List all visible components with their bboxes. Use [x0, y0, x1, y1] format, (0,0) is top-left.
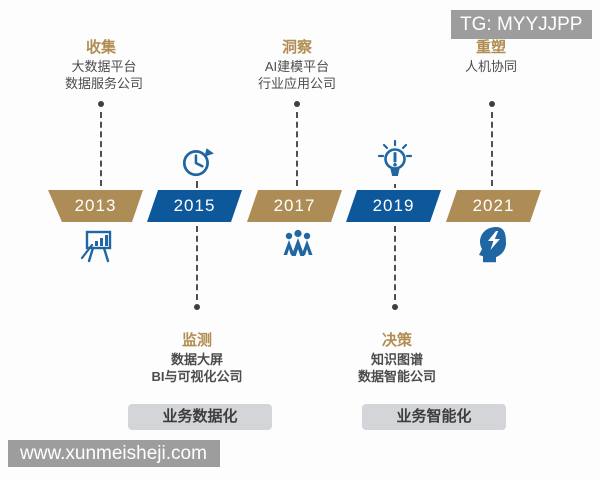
connector-dot [294, 101, 300, 107]
year-badge-2017: 2017 [247, 190, 342, 222]
connector-dot [98, 101, 104, 107]
history-clock-icon [179, 144, 215, 180]
connector-dot [489, 101, 495, 107]
site-watermark: www.xunmeisheji.com [8, 440, 220, 467]
label-line: 数据大屏 [170, 352, 224, 367]
label-line: 行业应用公司 [257, 76, 337, 91]
connector-dashed-line [296, 112, 298, 186]
phase-pill-intelligence: 业务智能化 [362, 404, 506, 430]
year-badge-2019: 2019 [346, 190, 441, 222]
year-badge-2021: 2021 [446, 190, 541, 222]
connector-dot [194, 304, 200, 310]
label-line: 知识图谱 [370, 352, 424, 367]
connector-dashed-line [394, 226, 396, 300]
year-badge-2015: 2015 [147, 190, 242, 222]
connector-dot [392, 304, 398, 310]
label-line: BI与可视化公司 [151, 369, 243, 384]
year-badge-2013: 2013 [48, 190, 143, 222]
stage-title-reshape: 重塑 [475, 39, 507, 56]
tg-watermark: TG: MYYJJPP [451, 10, 592, 39]
connector-dashed-line [100, 112, 102, 186]
stage-title-decision: 决策 [381, 332, 413, 349]
presentation-chart-icon [78, 228, 118, 264]
stage-title-monitor: 监测 [181, 332, 213, 349]
lightbulb-alert-icon [375, 139, 415, 185]
label-line: 数据智能公司 [357, 369, 437, 384]
connector-dashed-line [394, 184, 396, 188]
stage-title-collect: 收集 [85, 39, 117, 56]
label-line: AI建模平台 [264, 59, 330, 74]
stage-title-insight: 洞察 [281, 39, 313, 56]
connector-dashed-line [196, 181, 198, 188]
label-line: 数据服务公司 [64, 76, 144, 91]
head-lightning-icon [475, 225, 511, 267]
team-icon [278, 229, 318, 261]
label-line: 大数据平台 [71, 59, 137, 74]
connector-dashed-line [491, 112, 493, 186]
label-line: 人机协同 [464, 59, 518, 74]
connector-dashed-line [196, 226, 198, 300]
phase-pill-data: 业务数据化 [128, 404, 272, 430]
